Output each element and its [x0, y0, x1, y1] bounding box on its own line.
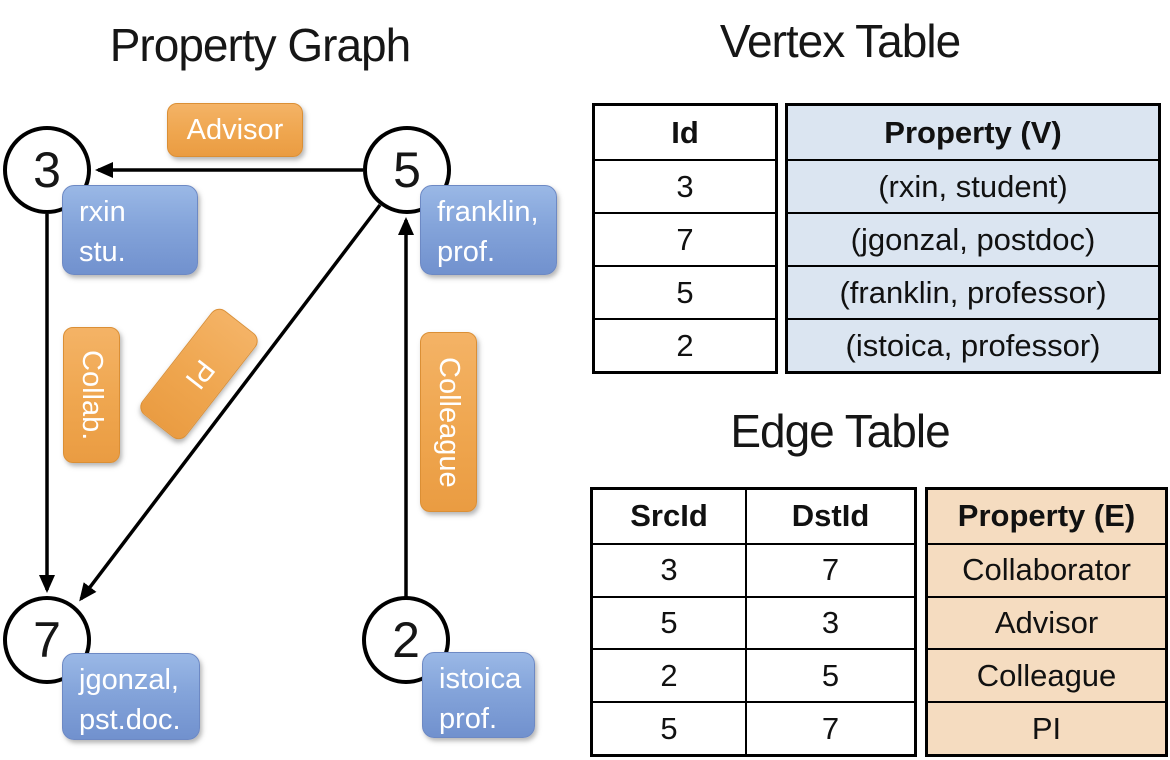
vertex-property-box-7-line2: pst.doc. [79, 704, 181, 736]
edge-table-dstid-cell: 7 [745, 542, 914, 596]
vertex-property-box-2: istoica prof. [422, 652, 535, 738]
vertex-table-id-column: Id 3 7 5 2 [592, 103, 778, 374]
vertex-table-id-cell: 7 [595, 212, 775, 265]
vertex-table-property-cell: (jgonzal, postdoc) [788, 212, 1158, 265]
vertex-table-id-header: Id [671, 114, 699, 150]
edge-label-collab: Collab. [63, 327, 120, 463]
edge-table-id-columns: SrcId DstId 3 7 5 3 2 5 5 7 [590, 487, 917, 757]
edge-label-collab-text: Collab. [76, 349, 108, 441]
edge-table-srcid-cell: 5 [593, 701, 745, 754]
vertex-table-title: Vertex Table [719, 15, 961, 67]
edge-table-dstid-header: DstId [745, 490, 914, 543]
vertex-table-id-cell: 2 [595, 318, 775, 371]
edge-table-dstid-cell: 3 [745, 595, 914, 649]
edge-table-srcid-cell: 3 [593, 542, 745, 596]
vertex-node-2: 2 [362, 596, 450, 684]
vertex-node-3-label: 3 [33, 142, 61, 198]
vertex-table-property-column: Property (V) (rxin, student) (jgonzal, p… [785, 103, 1161, 374]
vertex-table-id-cell: 5 [595, 265, 775, 318]
edge-label-colleague-text: Colleague [433, 356, 465, 488]
vertex-property-box-3-line2: stu. [79, 236, 126, 268]
edge-table-property-cell: PI [928, 701, 1165, 754]
vertex-node-5: 5 [363, 126, 451, 214]
vertex-node-5-label: 5 [393, 142, 421, 198]
edge-table-property-header: Property (E) [928, 490, 1165, 543]
edge-table-property-column: Property (E) Collaborator Advisor Collea… [925, 487, 1168, 757]
edge-label-advisor: Advisor [167, 103, 303, 157]
edge-table-srcid-cell: 2 [593, 648, 745, 701]
edge-label-advisor-text: Advisor [186, 113, 284, 146]
vertex-property-box-2-line2: prof. [439, 703, 498, 735]
vertex-property-box-3-line1: rxin [79, 196, 126, 228]
vertex-table-id-cell: 3 [595, 159, 775, 212]
vertex-table-property-cell: (rxin, student) [788, 159, 1158, 212]
vertex-node-7-label: 7 [33, 612, 61, 668]
vertex-property-box-7: jgonzal, pst.doc. [62, 653, 200, 740]
vertex-property-box-5: franklin, prof. [420, 185, 557, 275]
vertex-property-box-3: rxin stu. [62, 185, 198, 275]
vertex-table-property-header: Property (V) [788, 106, 1158, 159]
vertex-property-box-7-line1: jgonzal, [79, 664, 179, 696]
edge-table-property-cell: Collaborator [928, 542, 1165, 596]
vertex-property-box-5-line1: franklin, [437, 196, 539, 228]
graph-edges [39, 162, 414, 602]
edge-table-dstid-cell: 5 [745, 648, 914, 702]
edge-line-pi [79, 203, 382, 602]
edge-table-title: Edge Table [730, 405, 950, 457]
edge-label-colleague: Colleague [420, 332, 477, 512]
property-graph-title: Property Graph [109, 19, 411, 71]
edge-table-srcid-cell: 5 [593, 595, 745, 649]
vertex-node-2-label: 2 [392, 612, 420, 668]
edge-label-pi-text: PI [178, 353, 221, 395]
vertex-property-box-5-line2: prof. [437, 236, 496, 268]
edge-table-dstid-cell: 7 [745, 701, 914, 754]
edge-table-property-cell: Advisor [928, 595, 1165, 649]
vertex-property-box-2-line1: istoica [439, 663, 522, 695]
vertex-table-property-cell: (istoica, professor) [788, 318, 1158, 371]
edge-table-srcid-header: SrcId [630, 498, 708, 534]
vertex-table-property-cell: (franklin, professor) [788, 265, 1158, 318]
edge-table-property-cell: Colleague [928, 648, 1165, 702]
